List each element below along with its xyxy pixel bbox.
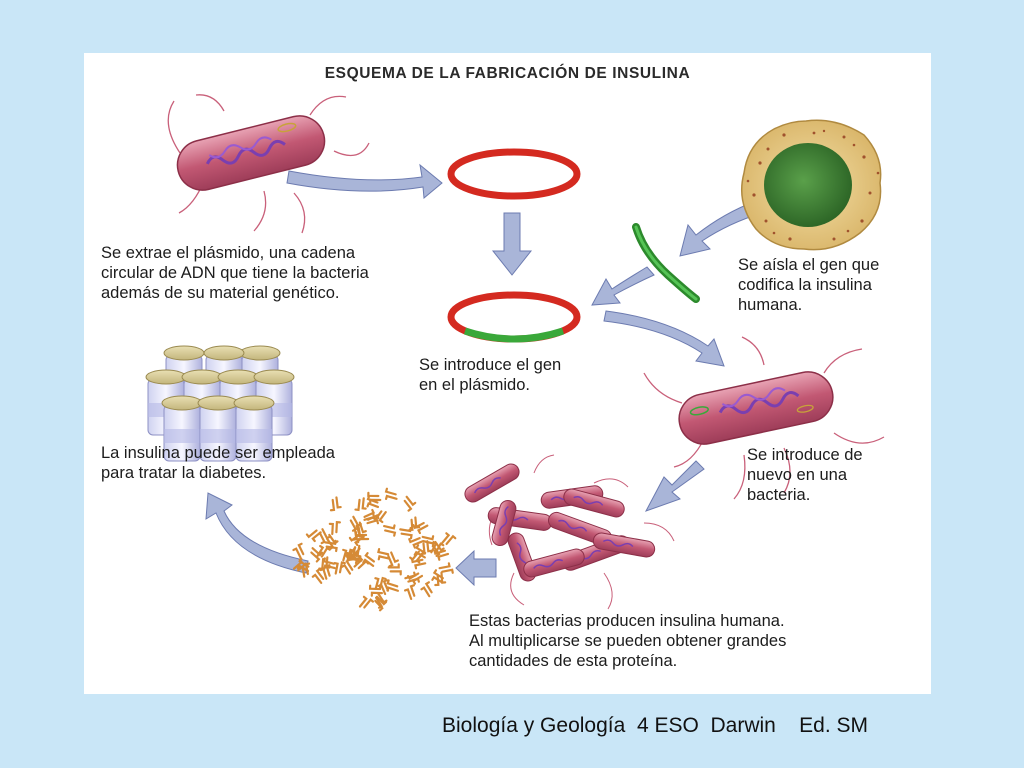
arrow-insulin-to-vials [205, 492, 309, 574]
arrow-plasmid-down [491, 212, 533, 276]
insulin-molecule [413, 544, 427, 559]
insulin-molecule [328, 521, 342, 536]
insulin-molecule [374, 595, 388, 612]
insulin-molecule [362, 552, 376, 567]
insulin-vial [197, 395, 239, 462]
bacteria-colony [464, 454, 675, 610]
insulin-molecule [298, 562, 311, 578]
insulin-molecule [367, 491, 382, 504]
insulin-molecule [371, 510, 387, 524]
insulin-molecule [431, 569, 444, 584]
insulin-molecule [354, 497, 367, 512]
insulin-molecule [292, 542, 305, 559]
arrow-plasmid-to-bacteria [603, 310, 725, 367]
insulin-vial [161, 395, 203, 462]
insulin-molecule [305, 529, 322, 543]
insulin-molecule [421, 535, 435, 548]
recombinant-plasmid [447, 291, 581, 343]
insulin-molecule [384, 487, 398, 501]
insulin-molecule [329, 496, 342, 512]
bacterium-source [167, 94, 370, 234]
colony-bacterium [592, 532, 656, 558]
footer-credit: Biología y Geología 4 ESO Darwin Ed. SM [442, 714, 869, 737]
insulin-molecule [403, 495, 417, 512]
insulin-molecule [406, 572, 424, 585]
insulin-molecule [438, 562, 454, 574]
insulin-molecule [387, 563, 402, 576]
insulin-molecule [366, 495, 380, 509]
plasmid-ring [447, 148, 581, 200]
insulin-molecule [346, 550, 362, 562]
insulin-molecule [441, 532, 457, 546]
insulin-molecule [333, 561, 346, 575]
arrow-bacteria-down [644, 460, 705, 512]
colony-bacterium [491, 500, 517, 546]
insulin-vial [233, 395, 275, 462]
colony-bacterium [563, 488, 625, 518]
insulin-molecule [363, 508, 380, 521]
insulin-molecule [374, 576, 387, 590]
insulin-molecule [432, 540, 445, 557]
insulin-molecule [316, 544, 331, 558]
arrow-cell-to-gene [679, 200, 763, 257]
insulin-vials [145, 345, 295, 462]
diagram-title: ESQUEMA DE LA FABRICACIÓN DE INSULINA [324, 65, 691, 82]
insulin-molecule [322, 557, 336, 570]
insulin-molecules [292, 487, 457, 612]
insulin-molecule [358, 595, 375, 609]
insulin-molecule [355, 521, 367, 538]
insulin-molecule [410, 557, 427, 570]
arrow-bacteria-to-insulin [455, 549, 497, 587]
insulin-molecule [311, 567, 325, 584]
insulin-molecule [377, 547, 391, 561]
insulin-molecule [310, 547, 324, 563]
insulin-molecule [387, 551, 399, 568]
bacterium-recombinant [643, 336, 885, 500]
insulin-molecule [434, 571, 447, 587]
insulin-molecule [403, 584, 416, 601]
human-cell [741, 119, 882, 251]
insulin-molecule [340, 558, 354, 575]
caption-produce-insulin: Estas bacterias producen insulina humana… [469, 612, 787, 670]
insulin-molecule [433, 549, 450, 561]
colony-bacterium [523, 548, 585, 578]
insulin-molecule [399, 526, 413, 540]
insulin-molecule [412, 521, 429, 535]
diagram-illustration [145, 94, 885, 612]
insulin-molecule [408, 537, 425, 549]
arrow-bacteria-to-plasmid [286, 163, 443, 199]
diagram-panel: ESQUEMA DE LA FABRICACIÓN DE INSULINA [84, 53, 931, 694]
colony-bacterium [464, 463, 520, 503]
insulin-molecule [383, 524, 397, 537]
insulin-molecule [319, 564, 331, 580]
insulin-gene [632, 223, 700, 303]
arrow-gene-to-plasmid [591, 266, 655, 306]
insulin-molecule [324, 539, 338, 553]
insulin-molecule [420, 581, 433, 598]
